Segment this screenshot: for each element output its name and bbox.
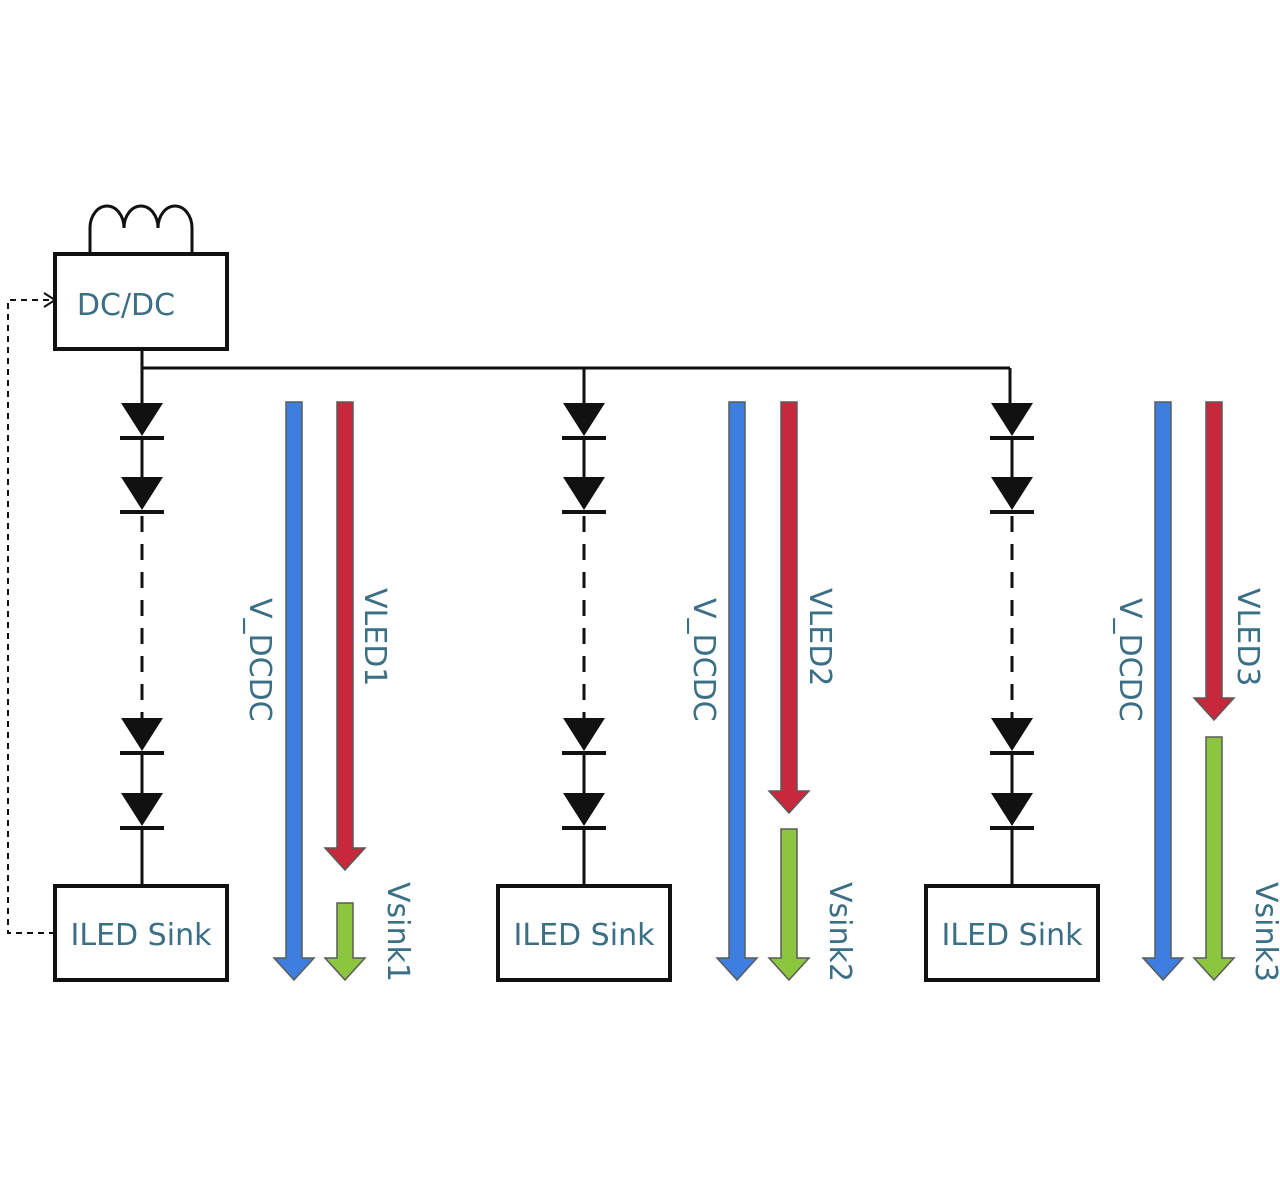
sink-label-3: ILED Sink bbox=[942, 918, 1084, 953]
v-dcdc-arrow-1 bbox=[272, 401, 316, 982]
led-diode-icon bbox=[990, 477, 1034, 514]
led-diode-icon bbox=[990, 718, 1034, 755]
feedback-arrowhead-icon bbox=[43, 292, 57, 308]
channel-3-sink: ILED Sink bbox=[924, 884, 1100, 982]
vsink-label-2: Vsink2 bbox=[822, 882, 857, 982]
vsink-label-1: Vsink1 bbox=[380, 882, 415, 982]
vsink-arrow-3 bbox=[1192, 736, 1236, 982]
sink-label-2: ILED Sink bbox=[514, 918, 656, 953]
channel-1-sink: ILED Sink bbox=[53, 884, 229, 982]
v-dcdc-label-3: V_DCDC bbox=[1112, 598, 1147, 722]
channel-2-sink: ILED Sink bbox=[496, 884, 672, 982]
dcdc-label: DC/DC bbox=[77, 288, 175, 323]
led-diode-icon bbox=[120, 718, 164, 755]
dcdc-converter: DC/DC bbox=[53, 252, 229, 351]
v-dcdc-label-1: V_DCDC bbox=[242, 598, 277, 722]
led-diode-icon bbox=[120, 477, 164, 514]
vled-label-1: VLED1 bbox=[357, 588, 392, 686]
led-diode-icon bbox=[120, 793, 164, 830]
led-diode-icon bbox=[562, 718, 606, 755]
v-dcdc-arrow-3 bbox=[1141, 401, 1185, 982]
supply-bus bbox=[140, 349, 1010, 370]
vled-arrow-1 bbox=[323, 401, 367, 872]
led-diode-icon bbox=[990, 793, 1034, 830]
vled-arrow-3 bbox=[1192, 401, 1236, 722]
v-dcdc-label-2: V_DCDC bbox=[686, 598, 721, 722]
led-diode-icon bbox=[120, 403, 164, 440]
inductor-coil bbox=[88, 204, 194, 254]
vled-label-2: VLED2 bbox=[802, 588, 837, 686]
feedback-line bbox=[7, 299, 55, 934]
sink-label-1: ILED Sink bbox=[71, 918, 213, 953]
led-diode-icon bbox=[562, 793, 606, 830]
vsink-label-3: Vsink3 bbox=[1248, 882, 1280, 982]
vled-label-3: VLED3 bbox=[1230, 588, 1265, 686]
led-diode-icon bbox=[562, 403, 606, 440]
led-diode-icon bbox=[562, 477, 606, 514]
vsink-arrow-2 bbox=[767, 828, 811, 982]
vled-arrow-2 bbox=[767, 401, 811, 815]
led-diode-icon bbox=[990, 403, 1034, 440]
v-dcdc-arrow-2 bbox=[715, 401, 759, 982]
vsink-arrow-1 bbox=[323, 902, 367, 982]
